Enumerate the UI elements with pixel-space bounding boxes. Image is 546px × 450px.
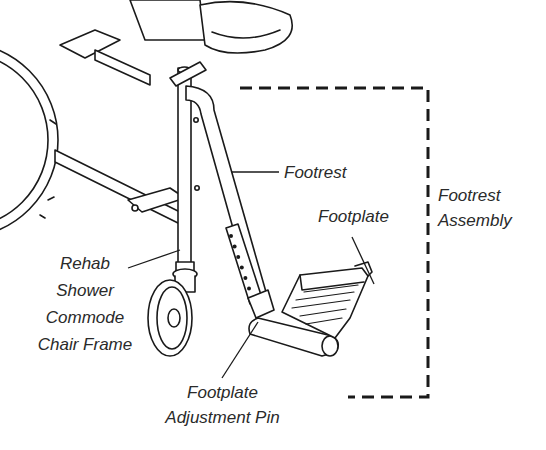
adjustment-hole xyxy=(243,276,247,280)
footrest-hanger xyxy=(186,86,266,296)
leader-line xyxy=(232,171,279,172)
part-label: Footplate Adjustment Pin xyxy=(150,380,295,430)
adjustment-hole xyxy=(236,255,240,259)
lower-frame-tube xyxy=(55,150,180,224)
hanger-socket xyxy=(170,62,206,86)
rear-wheel xyxy=(0,42,58,238)
adjustment-hole xyxy=(240,266,244,270)
adjustment-hole xyxy=(233,245,237,249)
leader-line xyxy=(128,250,180,268)
frame-clamp xyxy=(128,188,185,212)
leader-line xyxy=(222,322,258,378)
leader-line xyxy=(352,237,374,284)
part-label: Footplate xyxy=(318,204,408,229)
part-label: Footrest Assembly xyxy=(438,183,532,233)
assembly-bracket xyxy=(240,88,428,397)
caster-wheel xyxy=(148,280,192,356)
seat xyxy=(200,2,292,53)
part-label: Footrest xyxy=(284,160,374,185)
armrest-bracket xyxy=(60,30,120,58)
adjustment-hole xyxy=(247,287,251,291)
frame-rail xyxy=(95,50,150,85)
part-label: Rehab Shower Commode Chair Frame xyxy=(35,250,135,358)
seat-rail xyxy=(130,0,205,40)
footplate xyxy=(282,268,368,338)
adjustment-hole xyxy=(229,234,233,238)
rear-wheel-rim xyxy=(0,52,48,228)
footrest-lower-tube xyxy=(226,224,262,304)
